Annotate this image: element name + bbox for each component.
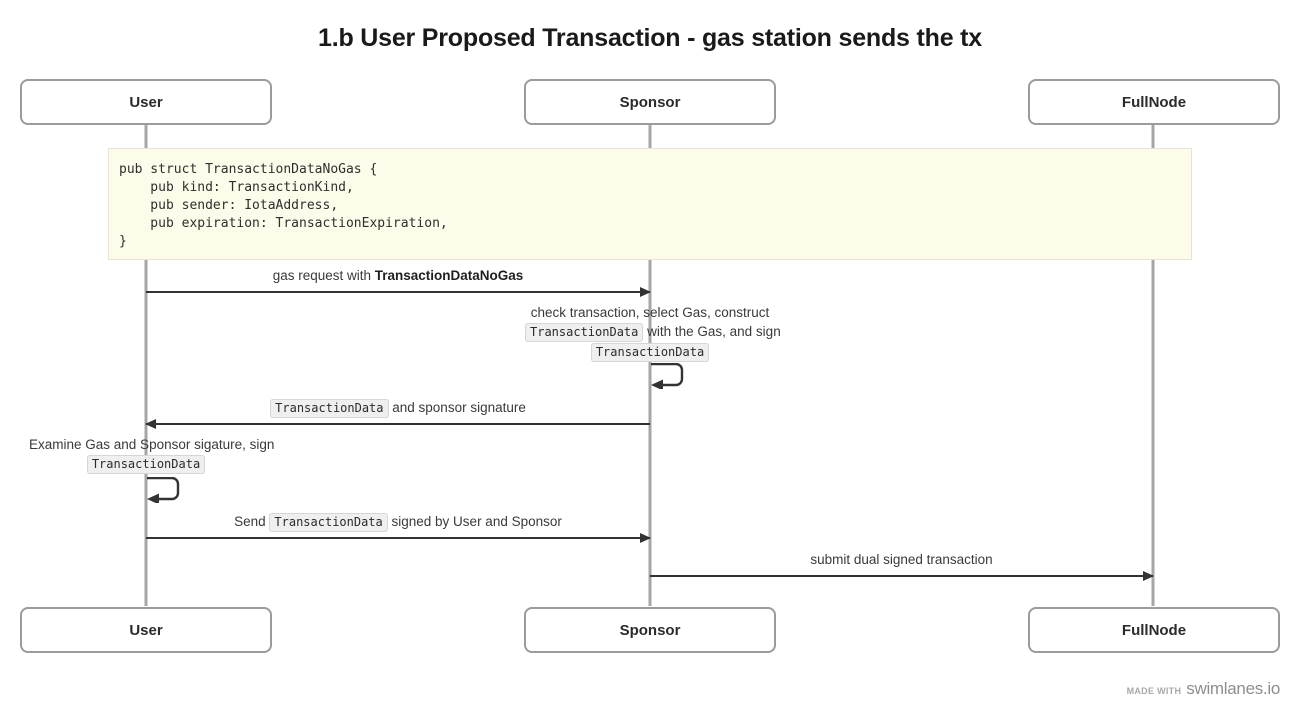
self-label-line1: Examine Gas and Sponsor sigature, sign <box>29 437 275 452</box>
participant-footer-fullnode[interactable]: FullNode <box>1028 607 1280 653</box>
self-label-line1: check transaction, select Gas, construct <box>530 305 770 320</box>
code-chip-transaction-data: TransactionData <box>525 323 644 342</box>
made-with-label: Made with <box>1126 686 1182 696</box>
lifeline-user <box>144 124 148 606</box>
participant-footer-user[interactable]: User <box>20 607 272 653</box>
attribution-footer[interactable]: Made with swimlanes.io <box>1126 679 1281 699</box>
message-label-strong: TransactionDataNoGas <box>374 268 524 283</box>
message-line <box>146 423 650 425</box>
page-title: 1.b User Proposed Transaction - gas stat… <box>318 24 982 52</box>
code-chip-transaction-data: TransactionData <box>269 513 388 532</box>
code-chip-transaction-data: TransactionData <box>590 343 710 362</box>
message-label-text-tail: signed by User and Sponsor <box>387 514 562 529</box>
message-label: submit dual signed transaction <box>650 551 1153 569</box>
self-message-label: check transaction, select Gas, construct… <box>525 303 781 362</box>
participant-header-fullnode[interactable]: FullNode <box>1028 79 1280 125</box>
lifeline-sponsor <box>648 124 652 606</box>
participant-label: Sponsor <box>619 621 681 639</box>
message-label-text: gas request with <box>272 268 375 283</box>
message-label-text: submit dual signed transaction <box>810 552 993 567</box>
participant-footer-sponsor[interactable]: Sponsor <box>524 607 776 653</box>
self-loop-arrow-icon <box>147 477 180 503</box>
participant-label: Sponsor <box>619 93 681 111</box>
message-line <box>146 537 650 539</box>
participant-header-sponsor[interactable]: Sponsor <box>524 79 776 125</box>
brand-name: swimlanes.io <box>1186 679 1280 698</box>
self-message-label: Examine Gas and Sponsor sigature, sign T… <box>29 435 274 474</box>
participant-header-user[interactable]: User <box>20 79 272 125</box>
arrow-head-right-icon <box>640 287 651 297</box>
message-label-text: and sponsor signature <box>388 400 526 415</box>
message-label: gas request with TransactionDataNoGas <box>146 267 650 285</box>
participant-label: FullNode <box>1121 621 1187 639</box>
message-line <box>650 575 1153 577</box>
message-label-text: Send <box>234 514 270 529</box>
message-label: TransactionData and sponsor signature <box>146 399 650 418</box>
self-label-line2-tail: with the Gas, and sign <box>643 324 781 339</box>
participant-label: User <box>129 621 163 639</box>
message-label: Send TransactionData signed by User and … <box>146 513 650 532</box>
self-loop-arrow-icon <box>651 363 684 389</box>
note-code-block: pub struct TransactionDataNoGas { pub ki… <box>108 148 1192 260</box>
arrow-head-right-icon <box>1143 571 1154 581</box>
lifeline-fullnode <box>1151 124 1155 606</box>
note-code-text: pub struct TransactionDataNoGas { pub ki… <box>119 162 448 249</box>
message-line <box>146 291 650 293</box>
participant-label: User <box>129 93 163 111</box>
arrow-head-right-icon <box>640 533 651 543</box>
participant-label: FullNode <box>1121 93 1187 111</box>
arrow-head-left-icon <box>145 419 156 429</box>
code-chip-transaction-data: TransactionData <box>86 455 206 474</box>
code-chip-transaction-data: TransactionData <box>270 399 389 418</box>
